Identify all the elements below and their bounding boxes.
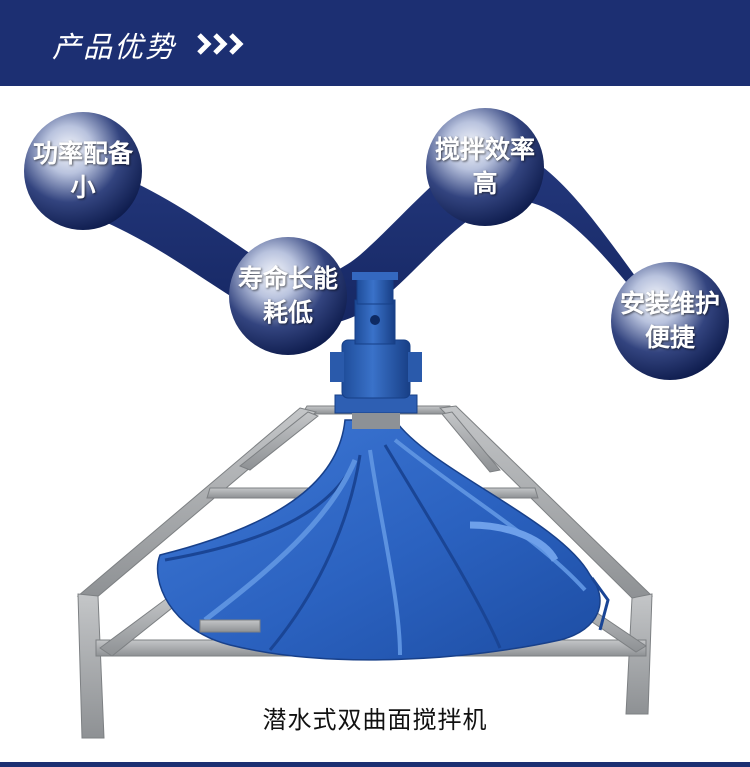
feature-bubble-maintenance: 安装维护便捷	[611, 262, 729, 380]
feature-bubble-1-disc	[24, 112, 142, 230]
feature-text: 功率配备小	[33, 139, 134, 202]
feature-text: 搅拌效率高	[435, 135, 536, 198]
feature-bubble-4-disc	[611, 262, 729, 380]
feature-text: 安装维护便捷	[620, 289, 721, 352]
drive-motor	[330, 272, 422, 429]
product-caption: 潜水式双曲面搅拌机	[262, 706, 488, 734]
feature-bubble-lifespan: 寿命长能耗低	[229, 237, 347, 355]
feature-bubble-2-disc	[229, 237, 347, 355]
feature-bubble-3-disc	[426, 108, 544, 226]
header-title: 产品优势	[52, 30, 177, 64]
impeller	[156, 419, 610, 661]
header-banner: 产品优势	[0, 0, 750, 86]
bottom-divider	[0, 762, 750, 767]
feature-bubble-power: 功率配备小	[24, 112, 142, 230]
steel-frame-front	[199, 619, 261, 633]
feature-text: 寿命长能耗低	[238, 264, 339, 327]
triple-chevron-right-icon	[197, 33, 244, 55]
feature-bubble-efficiency: 搅拌效率高	[426, 108, 544, 226]
